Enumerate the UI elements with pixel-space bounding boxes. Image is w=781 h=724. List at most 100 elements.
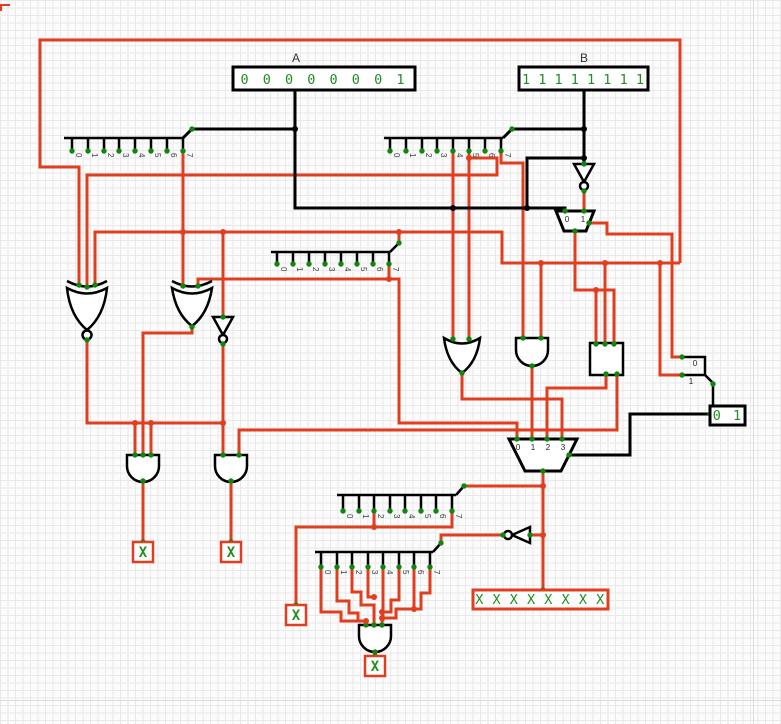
wire	[499, 150, 525, 337]
input-pin-select[interactable]: 0 1	[708, 404, 747, 427]
output-pin-bus: X X X X X X X X	[471, 588, 610, 611]
input-pin-b[interactable]: B 1 1 1 1 1 1 1 1	[517, 51, 650, 92]
xnor-gate	[65, 279, 109, 341]
input-pin-a[interactable]: A 0 0 0 0 0 0 0 1	[231, 51, 417, 92]
wire	[93, 230, 680, 285]
junction-dots-bus	[292, 126, 587, 211]
mux-input-label: 1	[581, 215, 586, 224]
junction-dots-error	[132, 155, 663, 624]
splitter-pin-label: 1	[408, 153, 417, 158]
wire	[181, 127, 295, 140]
pin-x2-value: X	[227, 545, 236, 561]
mux-input-label: 3	[561, 443, 566, 452]
splitter-result2: 0 1 2 3 4 5 6 7	[315, 542, 442, 575]
xor-gate	[170, 279, 214, 328]
wire	[501, 127, 584, 140]
not-gate-1	[210, 315, 236, 345]
pin-x3-value: X	[292, 608, 301, 624]
wire	[589, 221, 682, 359]
splitter-pin-label: 1	[295, 267, 304, 272]
splitter-select: 0 1	[682, 355, 715, 414]
mux-input-label: 0	[516, 443, 521, 452]
and-gate-left	[125, 453, 161, 484]
splitter-pin-label: 1	[339, 570, 348, 575]
wire	[335, 567, 366, 623]
output-pin-x2: X	[219, 540, 243, 564]
wire	[85, 341, 223, 425]
splitter-pin-label: 4	[343, 267, 352, 272]
mux-4to1: 0 1 2 3	[506, 437, 580, 473]
wire	[382, 567, 401, 614]
output-pin-x3: X	[284, 603, 308, 627]
splitter-result1: 0 1 2 3 4 5 6 7	[337, 485, 465, 519]
wire	[38, 38, 682, 285]
pin-b-value: 1 1 1 1 1 1 1 1	[522, 72, 644, 88]
splitter-pin-label: 4	[385, 570, 394, 575]
wire	[85, 156, 499, 285]
canvas-origin-marker	[0, 4, 10, 11]
pin-x1-value: X	[139, 545, 148, 561]
splitter-pin-label: 2	[354, 570, 363, 575]
wire	[545, 374, 608, 438]
splitter-pin-label: 5	[401, 570, 410, 575]
wire	[141, 327, 194, 454]
splitter-pin-label: 2	[376, 514, 385, 519]
splitter-pin-label: 2	[106, 153, 115, 158]
mux-input-label: 1	[531, 443, 536, 452]
wires-bus	[181, 89, 710, 457]
splitter-pin-label: 2	[311, 267, 320, 272]
splitter-pin-label: 0	[323, 570, 332, 575]
splitter-pin-label: 2	[424, 153, 433, 158]
not-gate-top	[571, 162, 597, 192]
output-pin-x1: X	[131, 540, 155, 564]
splitter-pin-label: 3	[392, 514, 401, 519]
splitter-pin-label: 3	[439, 153, 448, 158]
mux-input-label: 0	[565, 215, 570, 224]
mux-2to1: 0 1	[553, 209, 597, 233]
splitter-a: 0 1 2 3 4 5 6 7	[64, 136, 194, 158]
splitter-pin-label: 0	[693, 359, 698, 368]
splitter-pin-label: 6	[438, 514, 447, 519]
splitter-pin-label: 0	[345, 514, 354, 519]
wire	[237, 374, 619, 454]
splitter-pin-label: 3	[370, 570, 379, 575]
wire	[525, 156, 584, 208]
wire	[569, 412, 710, 457]
splitter-pin-label: 7	[432, 570, 441, 575]
wire	[196, 277, 519, 438]
splitter-pin-label: 0	[279, 267, 288, 272]
wire	[382, 567, 416, 620]
splitter-pin-label: 6	[416, 570, 425, 575]
splitter-pin-label: 3	[327, 267, 336, 272]
pin-bus-value: X X X X X X X X	[475, 592, 604, 608]
wire	[658, 263, 682, 377]
splitter-pin-label: 3	[121, 153, 130, 158]
pin-select-value: 0 1	[713, 408, 743, 424]
output-pin-x4: X	[363, 654, 387, 678]
splitter-pin-label: 1	[689, 377, 694, 386]
wire	[460, 374, 564, 438]
pin-x4-value: X	[371, 659, 380, 675]
splitter-pin-label: 5	[423, 514, 432, 519]
splitter-pin-label: 7	[503, 153, 512, 158]
splitter-pin-label: 5	[471, 153, 480, 158]
splitter-pin-label: 4	[137, 153, 146, 158]
pin-a-value: 0 0 0 0 0 0 0 1	[241, 72, 408, 88]
and-gate-bottom	[357, 623, 393, 654]
pin-a-label: A	[292, 51, 300, 65]
and-gate-right	[213, 453, 249, 484]
wire	[439, 533, 503, 543]
splitter-pin-label: 4	[407, 514, 416, 519]
wire	[350, 567, 376, 624]
splitter-pin-label: 0	[74, 153, 83, 158]
and-gate-mid	[514, 336, 550, 368]
splitter-pin-label: 5	[153, 153, 162, 158]
splitter-b: 0 1 2 3 4 5 6 7	[384, 136, 512, 158]
splitter-pin-label: 7	[454, 514, 463, 519]
splitter-pin-label: 6	[375, 267, 384, 272]
splitter-mid: 0 1 2 3 4 5 6 7	[271, 242, 400, 272]
splitter-pin-label: 1	[361, 514, 370, 519]
